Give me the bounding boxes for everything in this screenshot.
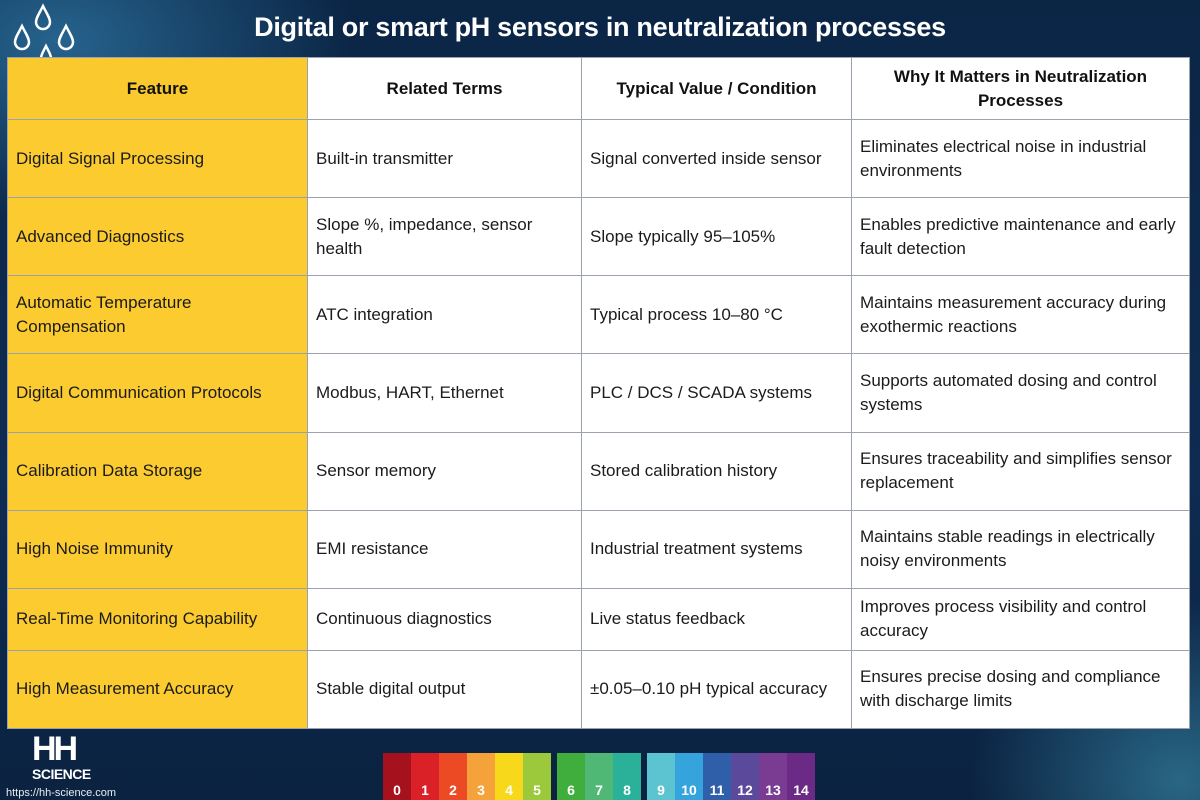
table-row: High Noise Immunity EMI resistance Indus…: [7, 509, 1190, 589]
feature-cell: Calibration Data Storage: [7, 431, 308, 511]
ph-scale-cell: 5: [523, 753, 551, 800]
ph-scale-cell: 4: [495, 753, 523, 800]
ph-scale-label: 9: [657, 782, 665, 798]
typical-value-cell: Stored calibration history: [581, 431, 852, 511]
site-url-link[interactable]: https://hh-science.com: [6, 787, 117, 799]
why-it-matters-cell: Supports automated dosing and control sy…: [851, 353, 1190, 433]
header-feature: Feature: [7, 57, 308, 120]
ph-scale-label: 4: [505, 782, 513, 798]
logo-line2: SCIENCE: [32, 766, 91, 782]
table-row: Calibration Data Storage Sensor memory S…: [7, 431, 1190, 511]
ph-scale-cell: 8: [613, 753, 641, 800]
features-table: Feature Related Terms Typical Value / Co…: [7, 57, 1190, 730]
ph-scale-cell: 6: [557, 753, 585, 800]
ph-scale-label: 6: [567, 782, 575, 798]
ph-scale-cell: 13: [759, 753, 787, 800]
typical-value-cell: Live status feedback: [581, 587, 852, 651]
ph-scale-label: 10: [681, 782, 697, 798]
related-terms-cell: Modbus, HART, Ethernet: [307, 353, 582, 433]
table-row: Advanced Diagnostics Slope %, impedance,…: [7, 197, 1190, 277]
why-it-matters-cell: Maintains measurement accuracy during ex…: [851, 275, 1190, 355]
table-row: Digital Signal Processing Built-in trans…: [7, 118, 1190, 199]
related-terms-cell: Continuous diagnostics: [307, 587, 582, 651]
ph-scale-label: 12: [737, 782, 753, 798]
ph-scale-label: 14: [793, 782, 809, 798]
header-related-terms: Related Terms: [307, 57, 582, 120]
ph-scale-label: 0: [393, 782, 401, 798]
ph-scale-label: 3: [477, 782, 485, 798]
related-terms-cell: ATC integration: [307, 275, 582, 355]
ph-scale-cell: 12: [731, 753, 759, 800]
table-row: Real-Time Monitoring Capability Continuo…: [7, 587, 1190, 651]
ph-scale-label: 7: [595, 782, 603, 798]
why-it-matters-cell: Eliminates electrical noise in industria…: [851, 118, 1190, 199]
logo-line1: HH: [32, 730, 78, 768]
typical-value-cell: PLC / DCS / SCADA systems: [581, 353, 852, 433]
hh-science-logo: HH SCIENCE https://hh-science.com: [6, 728, 134, 799]
ph-scale-label: 2: [449, 782, 457, 798]
header-why-it-matters: Why It Matters in Neutralization Process…: [851, 57, 1190, 120]
feature-cell: High Measurement Accuracy: [7, 649, 308, 730]
related-terms-cell: Slope %, impedance, sensor health: [307, 197, 582, 277]
table-row: High Measurement Accuracy Stable digital…: [7, 649, 1190, 730]
why-it-matters-cell: Enables predictive maintenance and early…: [851, 197, 1190, 277]
ph-scale-cell: 11: [703, 753, 731, 800]
ph-scale-cell: 3: [467, 753, 495, 800]
related-terms-cell: Built-in transmitter: [307, 118, 582, 199]
why-it-matters-cell: Improves process visibility and control …: [851, 587, 1190, 651]
water-drops-icon: [13, 3, 75, 62]
feature-cell: Automatic Temperature Compensation: [7, 275, 308, 355]
related-terms-cell: EMI resistance: [307, 509, 582, 589]
related-terms-cell: Sensor memory: [307, 431, 582, 511]
table-row: Digital Communication Protocols Modbus, …: [7, 353, 1190, 433]
table-row: Automatic Temperature Compensation ATC i…: [7, 275, 1190, 355]
table-header-row: Feature Related Terms Typical Value / Co…: [7, 57, 1190, 120]
page-title: Digital or smart pH sensors in neutraliz…: [254, 12, 946, 42]
ph-scale-cell: 0: [383, 753, 411, 800]
ph-scale-label: 1: [421, 782, 429, 798]
ph-scale-cell: 1: [411, 753, 439, 800]
typical-value-cell: Typical process 10–80 °C: [581, 275, 852, 355]
feature-cell: High Noise Immunity: [7, 509, 308, 589]
feature-cell: Real-Time Monitoring Capability: [7, 587, 308, 651]
why-it-matters-cell: Ensures traceability and simplifies sens…: [851, 431, 1190, 511]
feature-cell: Digital Signal Processing: [7, 118, 308, 199]
ph-scale-cell: 7: [585, 753, 613, 800]
why-it-matters-cell: Maintains stable readings in electricall…: [851, 509, 1190, 589]
ph-scale-cell: 2: [439, 753, 467, 800]
feature-cell: Digital Communication Protocols: [7, 353, 308, 433]
typical-value-cell: Slope typically 95–105%: [581, 197, 852, 277]
ph-scale-label: 11: [709, 782, 725, 798]
feature-cell: Advanced Diagnostics: [7, 197, 308, 277]
ph-scale-label: 5: [533, 782, 541, 798]
ph-scale-cell: 10: [675, 753, 703, 800]
typical-value-cell: Signal converted inside sensor: [581, 118, 852, 199]
ph-scale-label: 13: [765, 782, 781, 798]
why-it-matters-cell: Ensures precise dosing and compliance wi…: [851, 649, 1190, 730]
related-terms-cell: Stable digital output: [307, 649, 582, 730]
ph-scale-cell: 14: [787, 753, 815, 800]
header-typical-value: Typical Value / Condition: [581, 57, 852, 120]
ph-scale-label: 8: [623, 782, 631, 798]
ph-scale-cell: 9: [647, 753, 675, 800]
typical-value-cell: Industrial treatment systems: [581, 509, 852, 589]
typical-value-cell: ±0.05–0.10 pH typical accuracy: [581, 649, 852, 730]
